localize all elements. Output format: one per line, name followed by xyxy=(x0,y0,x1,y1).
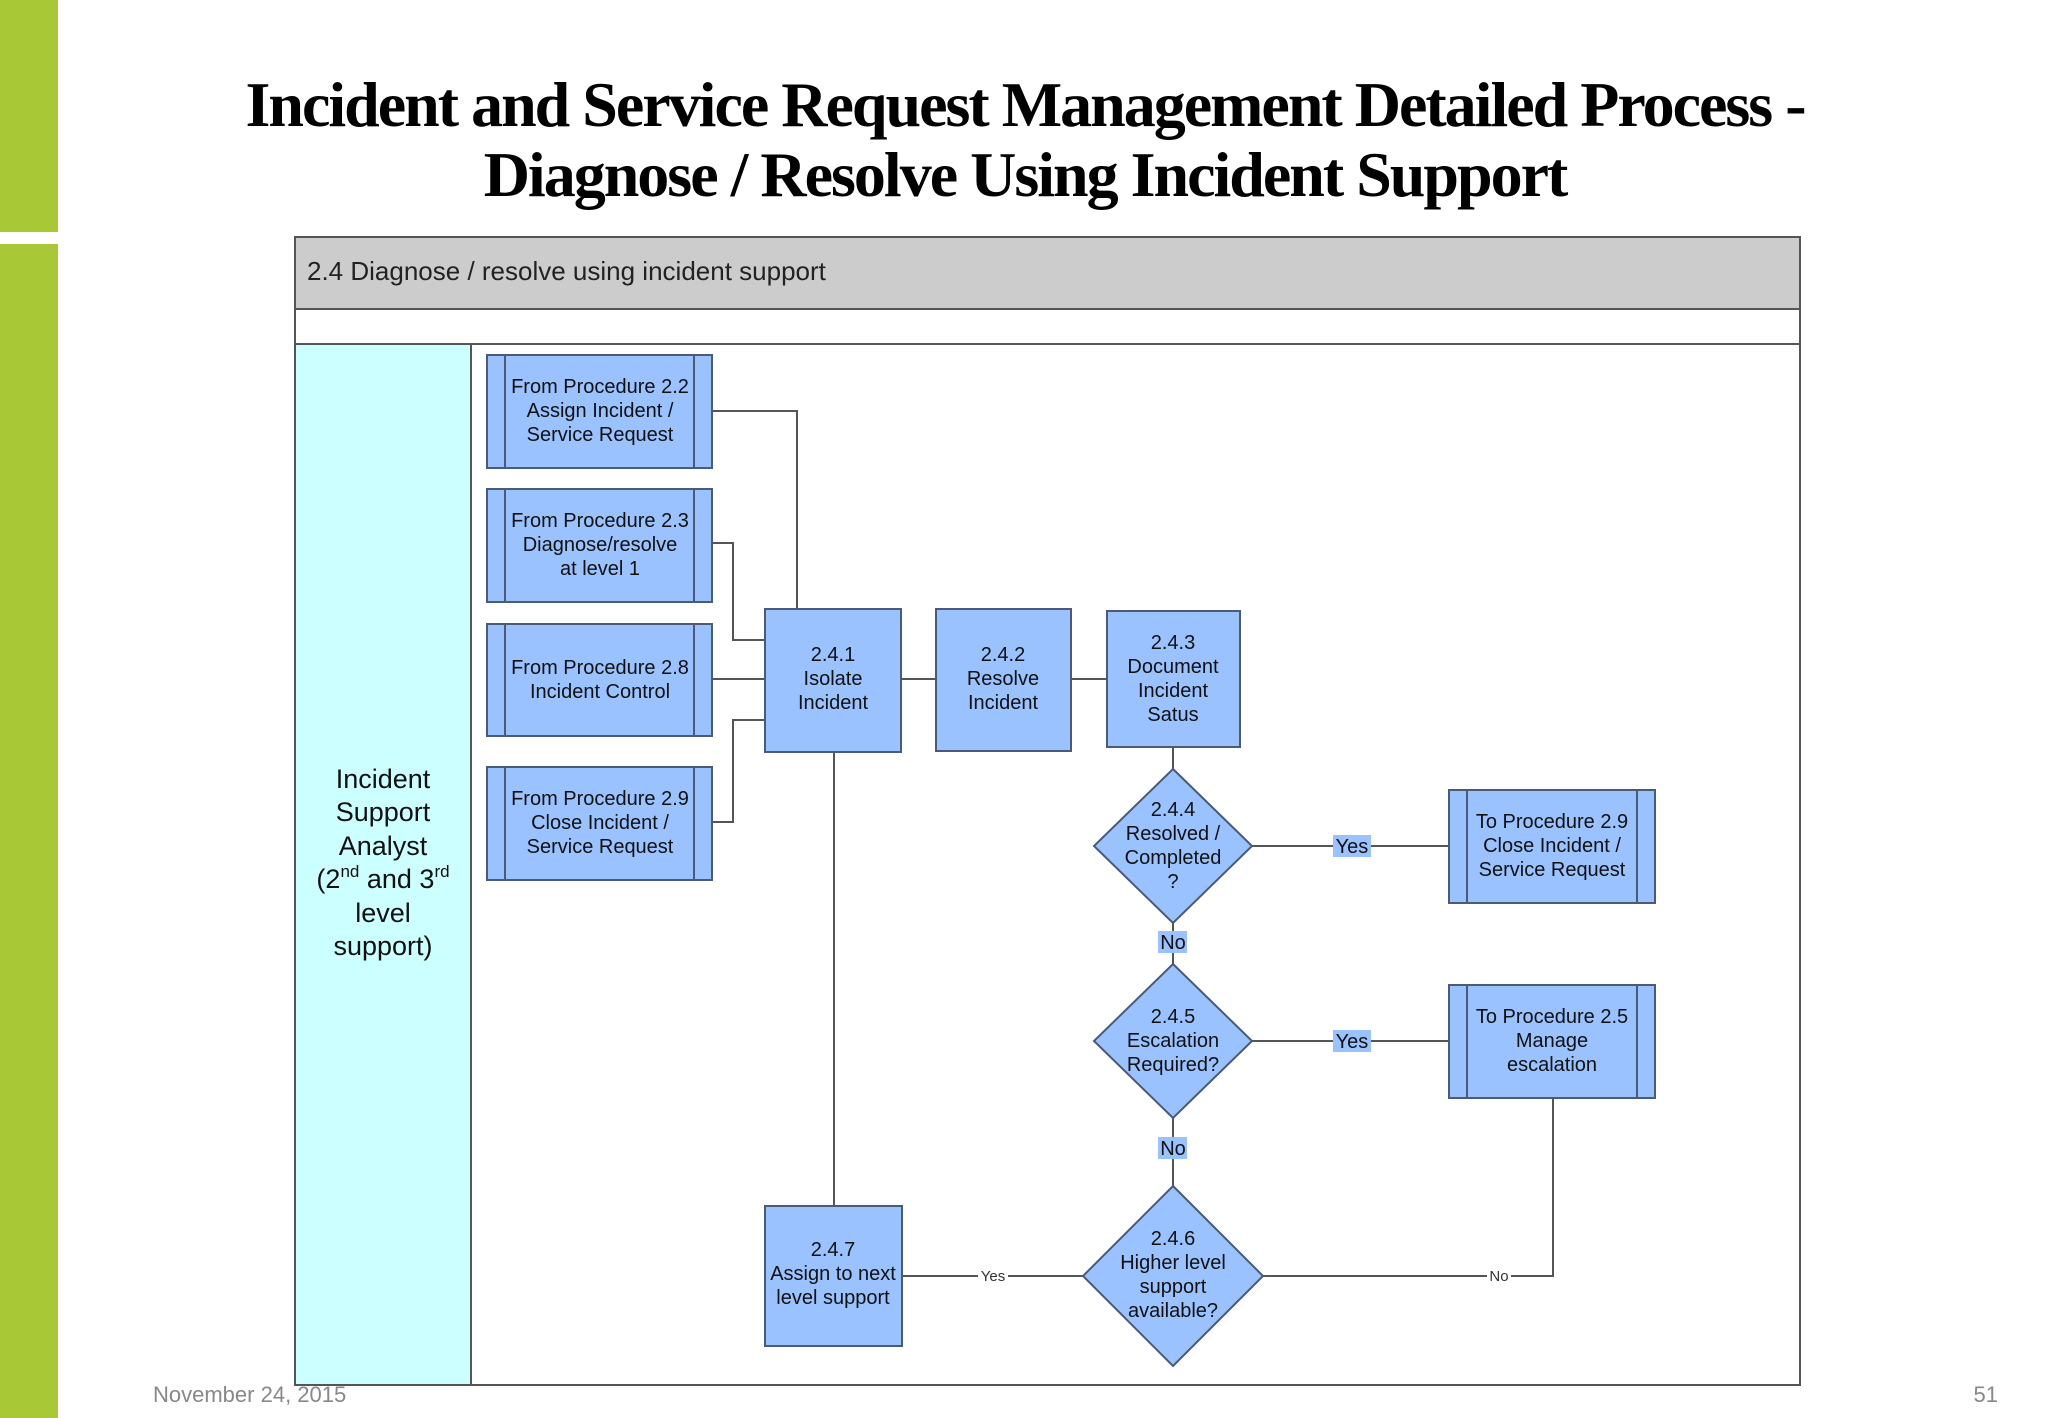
step-2.4.2-resolve-incident[interactable]: 2.4.2 Resolve Incident xyxy=(935,608,1072,752)
slide-title: Incident and Service Request Management … xyxy=(100,70,1950,210)
procedure-text: From Procedure 2.9 xyxy=(511,788,689,810)
procedure-from-2.3[interactable]: From Procedure 2.3 Diagnose/resolve at l… xyxy=(486,488,713,603)
step-2.4.3-document-incident-status[interactable]: 2.4.3 Document Incident Satus xyxy=(1106,610,1241,748)
connector-p23-to-2.4.1 xyxy=(712,542,765,641)
procedure-text: To Procedure 2.5 xyxy=(1476,1006,1628,1028)
decision-2.4.4-resolved-completed[interactable]: 2.4.4 Resolved / Completed ? xyxy=(1092,767,1254,925)
connector-p22-to-2.4.1 xyxy=(712,410,798,609)
branch-labels-small: Yes No xyxy=(978,1268,1511,1285)
lane-label-line-4: (2nd and 3rd xyxy=(316,862,449,894)
procedure-text: Service Request xyxy=(1479,859,1626,881)
connector-2.4.6-no xyxy=(1263,1098,1554,1277)
procedure-text: at level 1 xyxy=(560,558,640,580)
step-text: Document xyxy=(1127,656,1219,678)
decision-text: available? xyxy=(1128,1300,1218,1322)
procedure-text: Assign Incident / xyxy=(527,400,674,422)
procedure-text: To Procedure 2.9 xyxy=(1476,811,1628,833)
step-text: Satus xyxy=(1147,704,1198,726)
step-text: Incident xyxy=(968,692,1038,714)
label-yes-2.4.6: Yes xyxy=(981,1268,1005,1285)
label-no-2.4.5: No xyxy=(1160,1138,1186,1160)
procedure-text: Diagnose/resolve xyxy=(523,534,678,556)
decision-text: Completed xyxy=(1125,847,1222,869)
diagram-header-text: 2.4 Diagnose / resolve using incident su… xyxy=(307,256,827,286)
decision-text: ? xyxy=(1167,871,1178,893)
procedure-text: Service Request xyxy=(527,836,674,858)
step-text: 2.4.7 xyxy=(811,1239,855,1261)
step-text: Assign to next xyxy=(770,1263,896,1285)
decision-text: Resolved / xyxy=(1126,823,1221,845)
accent-bar-bottom xyxy=(0,244,58,1418)
lane-label-line-5: level xyxy=(355,898,411,928)
decision-text: 2.4.6 xyxy=(1151,1228,1195,1250)
procedure-text: From Procedure 2.2 xyxy=(511,376,689,398)
procedure-text: Service Request xyxy=(527,424,674,446)
procedure-text: Close Incident / xyxy=(531,812,669,834)
procedure-from-2.8[interactable]: From Procedure 2.8 Incident Control xyxy=(486,623,713,737)
lane-label-line-1: Incident xyxy=(336,764,431,794)
label-no-2.4.4: No xyxy=(1160,932,1186,954)
step-text: 2.4.2 xyxy=(981,644,1025,666)
label-no-2.4.6: No xyxy=(1489,1268,1508,1285)
title-line-1: Incident and Service Request Management … xyxy=(245,69,1806,140)
lane-label-line-6: support) xyxy=(333,931,432,961)
procedure-text: Incident Control xyxy=(530,681,670,703)
procedure-to-2.5[interactable]: To Procedure 2.5 Manage escalation xyxy=(1448,984,1656,1099)
accent-bar-top xyxy=(0,0,58,232)
step-2.4.7-assign-next-level[interactable]: 2.4.7 Assign to next level support xyxy=(764,1205,903,1347)
branch-labels: Yes No Yes No xyxy=(1158,835,1371,1160)
lane-label-line-2: Support xyxy=(336,797,431,827)
procedure-text: From Procedure 2.3 xyxy=(511,510,689,532)
procedure-text: Close Incident / xyxy=(1483,835,1621,857)
procedure-text: From Procedure 2.8 xyxy=(511,657,689,679)
footer-date: November 24, 2015 xyxy=(153,1382,347,1407)
procedure-text: Manage xyxy=(1516,1030,1588,1052)
label-yes-2.4.4: Yes xyxy=(1336,836,1369,858)
step-2.4.1-isolate-incident[interactable]: 2.4.1 Isolate Incident xyxy=(764,608,902,753)
decision-text: Escalation xyxy=(1127,1030,1219,1052)
step-text: level support xyxy=(776,1287,890,1309)
decision-2.4.6-higher-level-support[interactable]: 2.4.6 Higher level support available? xyxy=(1081,1184,1265,1368)
page-number: 51 xyxy=(1973,1382,1998,1407)
title-line-2: Diagnose / Resolve Using Incident Suppor… xyxy=(483,139,1569,210)
swimlane-label-cell xyxy=(294,343,472,1386)
lane-label-line-3: Analyst xyxy=(339,831,428,861)
step-text: Isolate xyxy=(804,668,863,690)
connector-p29-to-2.4.1 xyxy=(712,719,765,823)
step-text: Incident xyxy=(1138,680,1208,702)
decision-2.4.5-escalation-required[interactable]: 2.4.5 Escalation Required? xyxy=(1092,962,1254,1120)
procedure-to-2.9[interactable]: To Procedure 2.9 Close Incident / Servic… xyxy=(1448,789,1656,904)
label-yes-2.4.5: Yes xyxy=(1336,1031,1369,1053)
decision-text: Required? xyxy=(1127,1054,1219,1076)
procedure-from-2.2[interactable]: From Procedure 2.2 Assign Incident / Ser… xyxy=(486,354,713,469)
step-text: Resolve xyxy=(967,668,1039,690)
procedure-text: escalation xyxy=(1507,1054,1597,1076)
decision-text: 2.4.4 xyxy=(1151,799,1195,821)
step-text: Incident xyxy=(798,692,868,714)
decision-text: 2.4.5 xyxy=(1151,1006,1195,1028)
decision-text: support xyxy=(1140,1276,1207,1298)
step-text: 2.4.3 xyxy=(1151,632,1195,654)
swimlane-label: Incident Support Analyst (2nd and 3rd le… xyxy=(316,764,449,961)
step-text: 2.4.1 xyxy=(811,644,855,666)
diagram-header-bar xyxy=(294,236,1801,310)
procedure-from-2.9[interactable]: From Procedure 2.9 Close Incident / Serv… xyxy=(486,766,713,881)
decision-text: Higher level xyxy=(1120,1252,1226,1274)
